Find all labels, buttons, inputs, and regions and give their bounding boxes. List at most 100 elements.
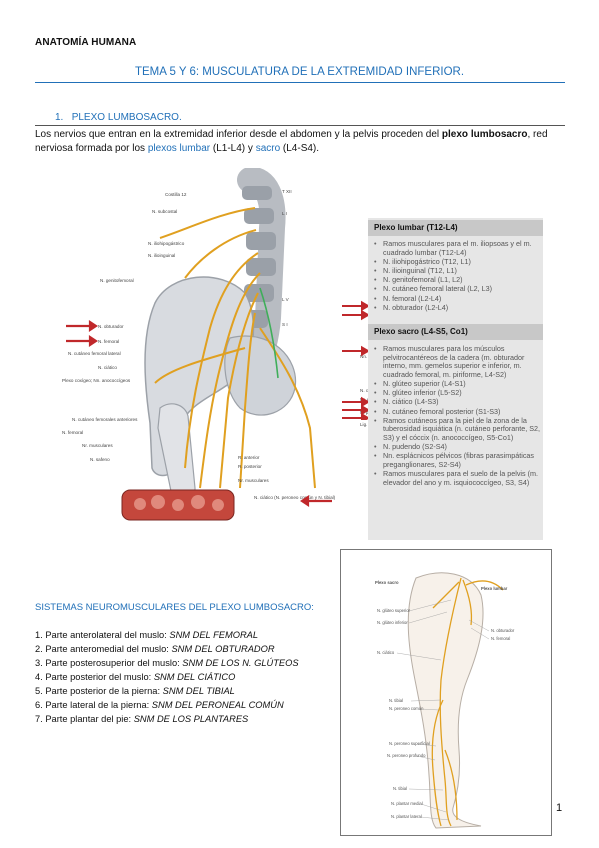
label-ilioinguinal: N. ilioinguinal (148, 253, 175, 258)
systems-list: 1. Parte anterolateral del muslo: SNM DE… (35, 628, 299, 726)
systems-heading: SISTEMAS NEUROMUSCULARES DEL PLEXO LUMBO… (35, 602, 314, 613)
label-ciatico: N. ciático (98, 365, 117, 370)
link-plexos-lumbar[interactable]: plexos lumbar (147, 143, 211, 154)
lumbar-item: N. cutáneo femoral lateral (L2, L3) (374, 285, 542, 294)
intro-paragraph: Los nervios que entran en la extremidad … (35, 128, 565, 156)
sacral-item: Ramos musculares para el suelo de la pel… (374, 469, 542, 487)
system-item-value: SNM DEL TIBIAL (162, 686, 235, 696)
label-subcostal: N. subcostal (152, 209, 177, 214)
lumbar-item: N. genitofemoral (L1, L2) (374, 276, 542, 285)
label-li: L I (282, 211, 287, 216)
intro-bold-term: plexo lumbosacro (441, 129, 528, 140)
leg-label: N. femoral (491, 636, 510, 641)
label-costilla: Costilla 12 (165, 192, 187, 197)
sacral-list: Ramos musculares para los músculos pelvi… (374, 344, 542, 488)
leg-label: N. plantar medial (391, 801, 423, 806)
sacral-item: N. pudendo (S2-S4) (374, 442, 542, 452)
leg-label: N. obturador (491, 628, 515, 633)
leg-label: N. tibial (389, 698, 403, 703)
leg-label: N. peroneo profundo (387, 753, 426, 758)
sacral-item: Ramos cutáneos para la piel de la zona d… (374, 416, 542, 443)
system-item-label: 3. Parte posterosuperior del muslo: (35, 658, 183, 668)
intro-text-3: (L1-L4) y (210, 143, 256, 154)
leg-heading-left: Plexo sacro (375, 580, 399, 585)
label-musculares-r2: Nr. musculares (238, 478, 269, 483)
label-txii: T XII (282, 189, 292, 194)
lumbar-item: N. ilioinguinal (T12, L1) (374, 266, 542, 276)
system-item: 1. Parte anterolateral del muslo: SNM DE… (35, 628, 299, 642)
leg-label: N. glúteo inferior (377, 620, 408, 625)
page-title: TEMA 5 Y 6: MUSCULATURA DE LA EXTREMIDAD… (134, 66, 465, 78)
sacral-heading: Plexo sacro (L4-S5, Co1) (368, 324, 543, 340)
leg-leader-lines (396, 599, 490, 821)
leg-heading-right: Plexo lumbar (481, 586, 508, 591)
label-cutaneo-anteriores: N. cutáneo femorales anteriores (72, 417, 138, 422)
lumbar-item: N. femoral (L2-L4) (374, 294, 542, 304)
table-arrows (342, 300, 370, 420)
label-obturador: N. obturador (98, 324, 124, 329)
label-r-anterior: R. anterior (238, 455, 260, 460)
label-musculares: Nr. musculares (82, 443, 113, 448)
femur-shape (157, 403, 196, 502)
lumbar-item: N. obturador (L2-L4) (374, 303, 542, 313)
label-femoral: N. femoral (98, 339, 119, 344)
sacral-item: Nn. esplácnicos pélvicos (fibras parasim… (374, 451, 542, 469)
lumbar-list: Ramos musculares para el m. iliopsoas y … (374, 239, 542, 313)
system-item-label: 1. Parte anterolateral del muslo: (35, 630, 170, 640)
lumbosacral-plexus-illustration: Costilla 12 N. subcostal N. iliohipogást… (62, 168, 421, 521)
green-nerve-paths (259, 287, 279, 379)
system-item: 6. Parte lateral de la pierna: SNM DEL P… (35, 698, 299, 712)
system-item-value: SNM DEL OBTURADOR (171, 644, 275, 654)
label-genitofemoral: N. genitofemoral (100, 278, 134, 283)
label-femoral-2: N. femoral (62, 430, 83, 435)
system-item-value: SNM DE LOS PLANTARES (133, 714, 249, 724)
lumbar-item: Ramos musculares para el m. iliopsoas y … (374, 239, 542, 257)
left-labels: Costilla 12 N. subcostal N. iliohipogást… (62, 192, 187, 462)
label-iliohipogastrico: N. iliohipogástrico (148, 241, 185, 246)
system-item: 5. Parte posterior de la pierna: SNM DEL… (35, 684, 299, 698)
system-item: 4. Parte posterior del muslo: SNM DEL CI… (35, 670, 299, 684)
section-number: 1. (55, 112, 64, 123)
leg-label: N. tibial (393, 786, 407, 791)
label-cutaneo-femoral: N. cutáneo femoral lateral (68, 351, 121, 356)
sacral-item: N. cutáneo femoral posterior (S1-S3) (374, 407, 542, 417)
label-r-posterior: R. posterior (238, 464, 262, 469)
sacral-item: N. ciático (L4-S3) (374, 398, 542, 407)
leg-label: N. peroneo superficial (389, 741, 430, 746)
sacral-item: N. glúteo inferior (L5-S2) (374, 389, 542, 398)
system-item-label: 4. Parte posterior del muslo: (35, 672, 154, 682)
leg-label: N. glúteo superior (377, 608, 411, 613)
system-item-label: 5. Parte posterior de la pierna: (35, 686, 163, 696)
label-lv: L V (282, 297, 290, 302)
page-number: 1 (556, 802, 563, 814)
intro-text-4: (L4-S4). (280, 143, 320, 154)
system-item-value: SNM DEL CIÁTICO (153, 672, 236, 682)
system-item-label: 2. Parte anteromedial del muslo: (35, 644, 172, 654)
label-si: S I (282, 322, 288, 327)
label-ciatico-r: N. ciático (N. peroneo común y N. tibial… (254, 495, 336, 500)
section-divider (35, 125, 565, 126)
leg-nerves-illustration: Plexo sacro Plexo lumbar N. glúteo super… (340, 549, 552, 836)
sacral-item: N. glúteo superior (L4-S1) (374, 379, 542, 389)
leg-label: N. plantar lateral (391, 814, 422, 819)
system-item-label: 7. Parte plantar del pie: (35, 714, 134, 724)
leg-label: N. ciático (377, 650, 395, 655)
system-item-value: SNM DEL FEMORAL (169, 630, 259, 640)
system-item: 3. Parte posterosuperior del muslo: SNM … (35, 656, 299, 670)
label-plexo-coxigeo: Plexo coxígeo; Nn. anococcígeos (62, 378, 131, 383)
lumbar-item: N. iliohipogástrico (T12, L1) (374, 257, 542, 267)
label-safeno: N. safeno (90, 457, 110, 462)
leg-label: N. peroneo común (389, 706, 424, 711)
intro-text-1: Los nervios que entran en la extremidad … (35, 129, 442, 140)
system-item-value: SNM DE LOS N. GLÚTEOS (182, 658, 299, 668)
system-item: 2. Parte anteromedial del muslo: SNM DEL… (35, 642, 299, 656)
sacrum-shape (224, 335, 297, 416)
title-divider (35, 82, 565, 83)
muscle-bundles (134, 495, 224, 511)
system-item: 7. Parte plantar del pie: SNM DE LOS PLA… (35, 712, 299, 726)
link-sacro[interactable]: sacro (255, 143, 281, 154)
plexus-table: Plexo lumbar (T12-L4) Ramos musculares p… (368, 218, 543, 540)
section-title: PLEXO LUMBOSACRO. (71, 112, 182, 123)
course-header: ANATOMÍA HUMANA (35, 37, 137, 48)
system-item-label: 6. Parte lateral de la pierna: (35, 700, 152, 710)
